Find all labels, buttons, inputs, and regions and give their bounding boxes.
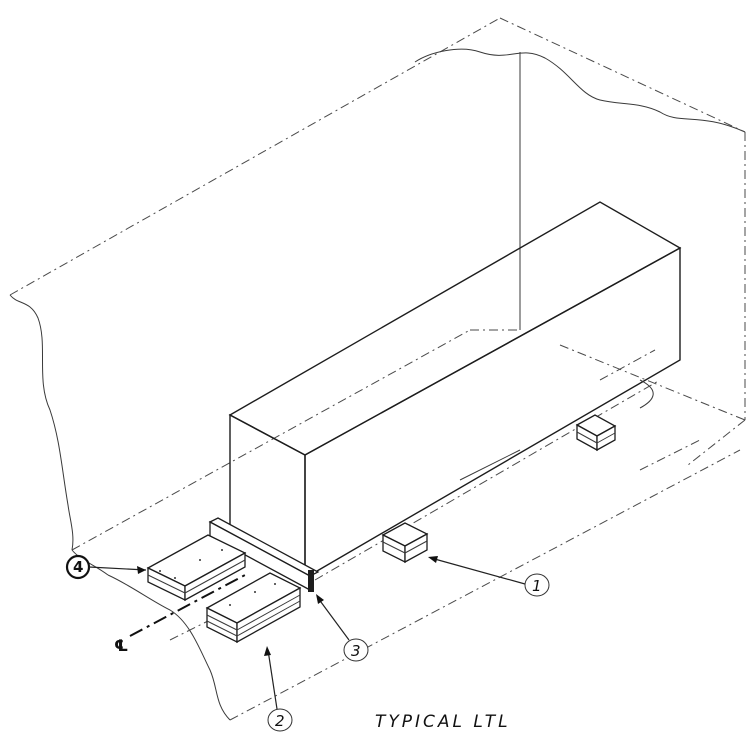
callout-4: 4 [65, 554, 147, 580]
callout-3: 3 [316, 594, 369, 662]
front-base-plate [208, 517, 320, 592]
trailer-outline [9, 17, 746, 721]
centerline: ℄ [114, 574, 246, 655]
dunnage-skid-4 [146, 534, 247, 602]
callout-2-label: 2 [275, 712, 285, 730]
callout-4-label: 4 [73, 558, 83, 576]
drawing-caption: TYPICAL LTL [375, 712, 511, 732]
cargo-box [228, 201, 682, 581]
callout-2: 2 [264, 646, 293, 732]
dunnage-block-1 [381, 522, 429, 564]
dunnage-skid-2 [205, 572, 302, 644]
centerline-symbol: ℄ [114, 636, 128, 655]
callout-1-label: 1 [532, 577, 542, 595]
callout-3-label: 3 [351, 642, 361, 660]
callout-1: 1 [428, 556, 550, 597]
dunnage-block-far [575, 414, 617, 452]
